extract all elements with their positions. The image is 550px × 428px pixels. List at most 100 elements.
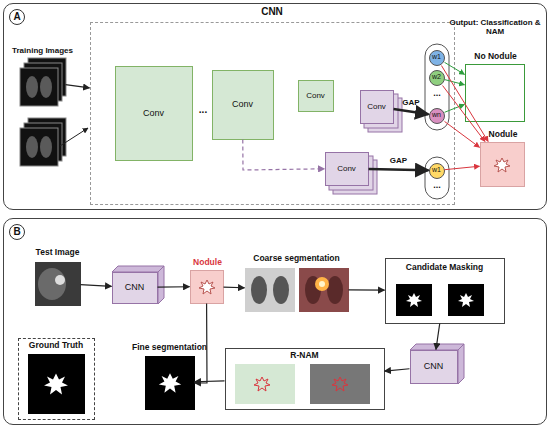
nodule-patch xyxy=(480,142,525,187)
node-text: Coarse segmentation xyxy=(235,254,359,264)
nodule-patch xyxy=(480,142,525,187)
segmentation-mask xyxy=(145,356,195,410)
nodule-patch xyxy=(190,270,224,304)
coarse-segmentation-image xyxy=(319,281,325,287)
note-label: ... xyxy=(196,104,210,116)
segmentation-mask xyxy=(28,354,85,414)
conv-block: Conv xyxy=(115,66,193,161)
weight-pill xyxy=(425,157,449,199)
coarse-segmentation-image xyxy=(251,276,267,304)
node-text: w1 xyxy=(430,164,444,178)
connector xyxy=(445,80,465,85)
connector xyxy=(441,66,488,142)
connector xyxy=(445,104,465,112)
ct-image-stack xyxy=(20,68,58,106)
connector xyxy=(195,380,225,382)
connector xyxy=(394,109,429,114)
weight-circle: w2 xyxy=(429,70,445,86)
cnn-box: CNN xyxy=(112,272,158,304)
node-text: R-NAM xyxy=(226,351,384,361)
coarse-segmentation-image xyxy=(245,268,295,312)
connector xyxy=(81,285,112,287)
weight-circle: wn xyxy=(429,108,445,124)
node-text: wn xyxy=(430,109,444,123)
connector xyxy=(369,169,429,170)
coarse-segmentation-image xyxy=(273,276,289,304)
node-text: B xyxy=(9,224,25,240)
nodule-box: Nodule xyxy=(190,270,224,304)
node-text: Nodule xyxy=(471,130,536,140)
node-text: Nodule xyxy=(181,258,235,268)
node-text: Training Images xyxy=(6,46,80,55)
panel: ACNNConvConvConvConvConvw1w2wnw1Training… xyxy=(3,3,547,210)
output-box: No Nodule xyxy=(465,64,525,122)
node-text: Conv xyxy=(116,67,192,160)
connector xyxy=(66,85,90,88)
conv-block: Conv xyxy=(298,80,334,112)
segmentation-mask xyxy=(159,373,181,393)
connector xyxy=(243,140,325,171)
connector xyxy=(158,286,190,288)
candidate-mask xyxy=(458,293,474,307)
node-text: Ground Truth xyxy=(19,341,94,351)
ct-image-stack xyxy=(20,58,66,106)
nodule-box: Nodule xyxy=(480,142,525,187)
coarse-segmentation-image xyxy=(245,268,349,312)
node-text: CNN xyxy=(113,273,157,303)
node-text: w1 xyxy=(430,51,444,65)
nodule-patch xyxy=(190,270,224,304)
connector xyxy=(349,289,385,290)
cnn-3d-face xyxy=(158,266,164,304)
weight-circle: w1 xyxy=(429,50,445,66)
connector xyxy=(385,369,410,371)
node-text: Candidate Masking xyxy=(386,263,504,273)
note-label: ... xyxy=(429,88,445,98)
coarse-segmentation: Coarse segmentation xyxy=(245,268,349,312)
input-arrow xyxy=(60,128,88,146)
conv-block: Conv xyxy=(212,70,274,140)
cnn-frame: CNNConvConvConvConvConvw1w2wnw1 xyxy=(90,22,455,205)
r-nam-map xyxy=(235,364,370,404)
ct-image-stack xyxy=(26,136,38,158)
node-text: Test Image xyxy=(23,248,93,258)
node-text: Conv xyxy=(326,153,368,185)
ct-image-stack xyxy=(20,128,58,166)
connector xyxy=(436,324,440,350)
coarse-segmentation-image xyxy=(299,268,349,312)
connector xyxy=(445,166,480,169)
conv-block: Conv xyxy=(360,90,394,124)
fine-segmentation: Fine segmentation xyxy=(145,356,195,410)
weight-pill xyxy=(425,44,449,199)
connector xyxy=(445,62,465,74)
candidate-mask xyxy=(396,284,432,316)
ct-image-stack xyxy=(20,118,66,166)
test-ct-image xyxy=(35,262,81,306)
test-ct-image xyxy=(35,262,81,306)
test-image: Test Image xyxy=(35,262,81,306)
connector xyxy=(195,304,208,384)
coarse-segmentation-image xyxy=(315,277,329,291)
node-text: A xyxy=(9,9,25,25)
conv-block: Conv xyxy=(325,152,369,186)
ground-truth-box: Ground Truth xyxy=(18,338,95,420)
segmentation-mask xyxy=(28,354,195,414)
node-text: Fine segmentation xyxy=(125,343,215,353)
candidate-masking: Candidate Masking xyxy=(385,258,505,324)
note-label: Output: Classification & NAM xyxy=(445,18,545,36)
node-text: w2 xyxy=(430,71,444,85)
connector xyxy=(445,121,480,147)
node-text: Conv xyxy=(213,71,273,139)
r-nam-map xyxy=(332,377,348,391)
r-nam-box: R-NAM xyxy=(225,348,385,410)
test-ct-image xyxy=(38,268,66,300)
coarse-segmentation-image xyxy=(327,276,343,304)
ct-image-stack xyxy=(40,76,52,98)
edge-label: GAP xyxy=(379,156,419,165)
node-text: Conv xyxy=(299,81,333,111)
nodule-patch xyxy=(494,158,510,172)
r-nam-map xyxy=(235,364,295,404)
connector xyxy=(224,286,245,288)
